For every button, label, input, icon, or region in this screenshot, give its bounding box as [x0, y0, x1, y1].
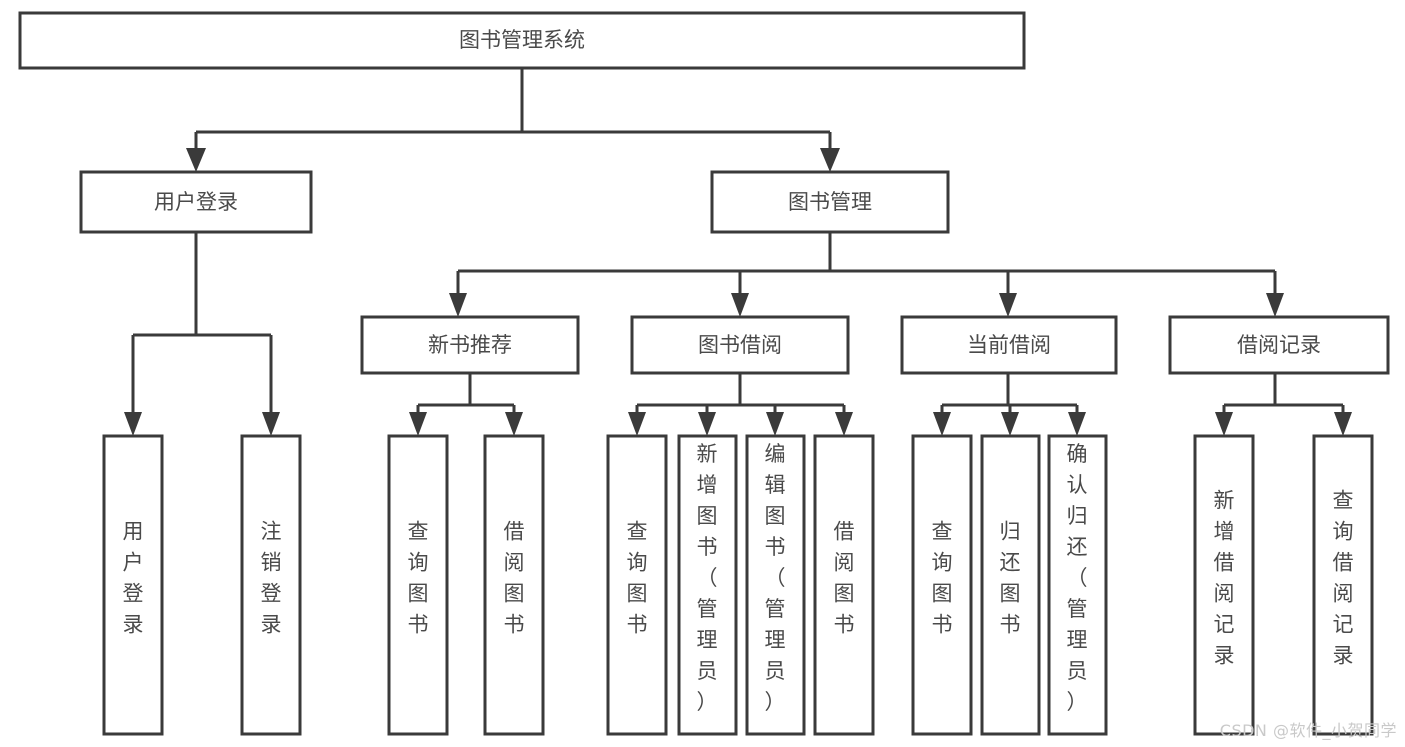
- leaf-book-borrow-1-box[interactable]: [606, 434, 668, 736]
- leaf-book-borrow-3-box[interactable]: [745, 434, 806, 736]
- leaf-book-borrow-2[interactable]: 新增图书（管理员）: [677, 434, 738, 736]
- leaf-new-book-1[interactable]: 查询图书: [387, 434, 449, 736]
- node-new-book-recommend-box[interactable]: [360, 315, 580, 375]
- node-borrow-record-label: 借阅记录: [1237, 333, 1321, 357]
- node-current-borrow-label: 当前借阅: [967, 333, 1051, 357]
- arrowhead-leaf-borrow-1: [628, 412, 646, 436]
- leaf-new-book-2-box[interactable]: [483, 434, 545, 736]
- arrowhead-leaf-newbook-2: [505, 412, 523, 436]
- node-root-box[interactable]: [18, 11, 1026, 70]
- leaf-borrow-record-2-box[interactable]: [1312, 434, 1374, 736]
- leaf-current-borrow-2-box[interactable]: [980, 434, 1041, 736]
- node-user-login-box[interactable]: [79, 170, 313, 234]
- leaf-new-book-1-box[interactable]: [387, 434, 449, 736]
- leaf-book-borrow-1-label: 查询图书: [627, 520, 648, 637]
- leaf-book-borrow-4-box[interactable]: [813, 434, 875, 736]
- node-new-book-recommend-label: 新书推荐: [428, 333, 512, 357]
- arrowhead-level3-4: [1266, 293, 1284, 317]
- node-new-book-recommend[interactable]: 新书推荐: [360, 315, 580, 375]
- node-book-borrow-box[interactable]: [630, 315, 850, 375]
- leaf-book-borrow-4[interactable]: 借阅图书: [813, 434, 875, 736]
- leaf-current-borrow-3-label: 确认归还（管理员）: [1067, 442, 1088, 714]
- leaf-borrow-record-2-label: 查询借阅记录: [1333, 489, 1354, 668]
- leaf-user-login-1[interactable]: 用户登录: [102, 434, 164, 736]
- node-root-label: 图书管理系统: [459, 28, 585, 52]
- connector-layer: [124, 68, 1352, 436]
- leaf-current-borrow-2-label: 归还图书: [1000, 520, 1021, 637]
- arrowhead-leaf-current-3: [1068, 412, 1086, 436]
- node-book-borrow[interactable]: 图书借阅: [630, 315, 850, 375]
- node-book-management-label: 图书管理: [788, 190, 872, 214]
- node-user-login[interactable]: 用户登录: [79, 170, 313, 234]
- leaf-book-borrow-4-label: 借阅图书: [834, 520, 855, 637]
- node-borrow-record[interactable]: 借阅记录: [1168, 315, 1390, 375]
- leaf-new-book-2-label: 借阅图书: [504, 520, 525, 637]
- arrowhead-level3-2: [731, 293, 749, 317]
- leaf-user-login-1-box[interactable]: [102, 434, 164, 736]
- node-book-management[interactable]: 图书管理: [710, 170, 950, 234]
- arrowhead-leaf-user-login-1: [124, 412, 142, 436]
- node-borrow-record-box[interactable]: [1168, 315, 1390, 375]
- leaf-current-borrow-1-label: 查询图书: [932, 520, 953, 637]
- arrowhead-level3-3: [999, 293, 1017, 317]
- leaf-user-login-2-label: 注销登录: [261, 520, 282, 637]
- node-book-management-box[interactable]: [710, 170, 950, 234]
- leaf-current-borrow-1-box[interactable]: [911, 434, 973, 736]
- node-book-borrow-label: 图书借阅: [698, 333, 782, 357]
- arrowhead-level3-1: [449, 293, 467, 317]
- node-current-borrow[interactable]: 当前借阅: [900, 315, 1118, 375]
- leaf-current-borrow-3-box[interactable]: [1047, 434, 1108, 736]
- leaf-borrow-record-1-box[interactable]: [1193, 434, 1255, 736]
- leaf-borrow-record-2[interactable]: 查询借阅记录: [1312, 434, 1374, 736]
- arrowhead-leaf-user-login-2: [262, 412, 280, 436]
- node-current-borrow-box[interactable]: [900, 315, 1118, 375]
- csdn-watermark: CSDN @软件_小贺同学: [1219, 721, 1397, 740]
- node-user-login-label: 用户登录: [154, 190, 238, 214]
- leaf-borrow-record-1-label: 新增借阅记录: [1214, 489, 1235, 668]
- leaf-borrow-record-1[interactable]: 新增借阅记录: [1193, 434, 1255, 736]
- leaf-book-borrow-1[interactable]: 查询图书: [606, 434, 668, 736]
- leaf-book-borrow-3-label: 编辑图书（管理员）: [765, 442, 786, 714]
- arrowhead-leaf-record-1: [1215, 412, 1233, 436]
- leaf-current-borrow-3[interactable]: 确认归还（管理员）: [1047, 434, 1108, 736]
- arrowhead-leaf-borrow-2: [698, 412, 716, 436]
- leaf-book-borrow-2-box[interactable]: [677, 434, 738, 736]
- leaf-user-login-2[interactable]: 注销登录: [240, 434, 302, 736]
- leaf-new-book-1-label: 查询图书: [408, 520, 429, 637]
- arrowhead-leaf-current-2: [1001, 412, 1019, 436]
- leaf-user-login-1-label: 用户登录: [123, 520, 144, 637]
- leaf-current-borrow-2[interactable]: 归还图书: [980, 434, 1041, 736]
- arrowhead-userlogin: [186, 148, 206, 172]
- leaf-user-login-2-box[interactable]: [240, 434, 302, 736]
- leaf-new-book-2[interactable]: 借阅图书: [483, 434, 545, 736]
- arrowhead-leaf-borrow-4: [835, 412, 853, 436]
- node-root[interactable]: 图书管理系统: [18, 11, 1026, 70]
- leaf-current-borrow-1[interactable]: 查询图书: [911, 434, 973, 736]
- arrowhead-leaf-borrow-3: [766, 412, 784, 436]
- arrowhead-leaf-current-1: [933, 412, 951, 436]
- arrowhead-leaf-record-2: [1334, 412, 1352, 436]
- leaf-book-borrow-3[interactable]: 编辑图书（管理员）: [745, 434, 806, 736]
- leaf-book-borrow-2-label: 新增图书（管理员）: [697, 442, 718, 714]
- arrowhead-bookmgmt: [820, 148, 840, 172]
- arrowhead-leaf-newbook-1: [409, 412, 427, 436]
